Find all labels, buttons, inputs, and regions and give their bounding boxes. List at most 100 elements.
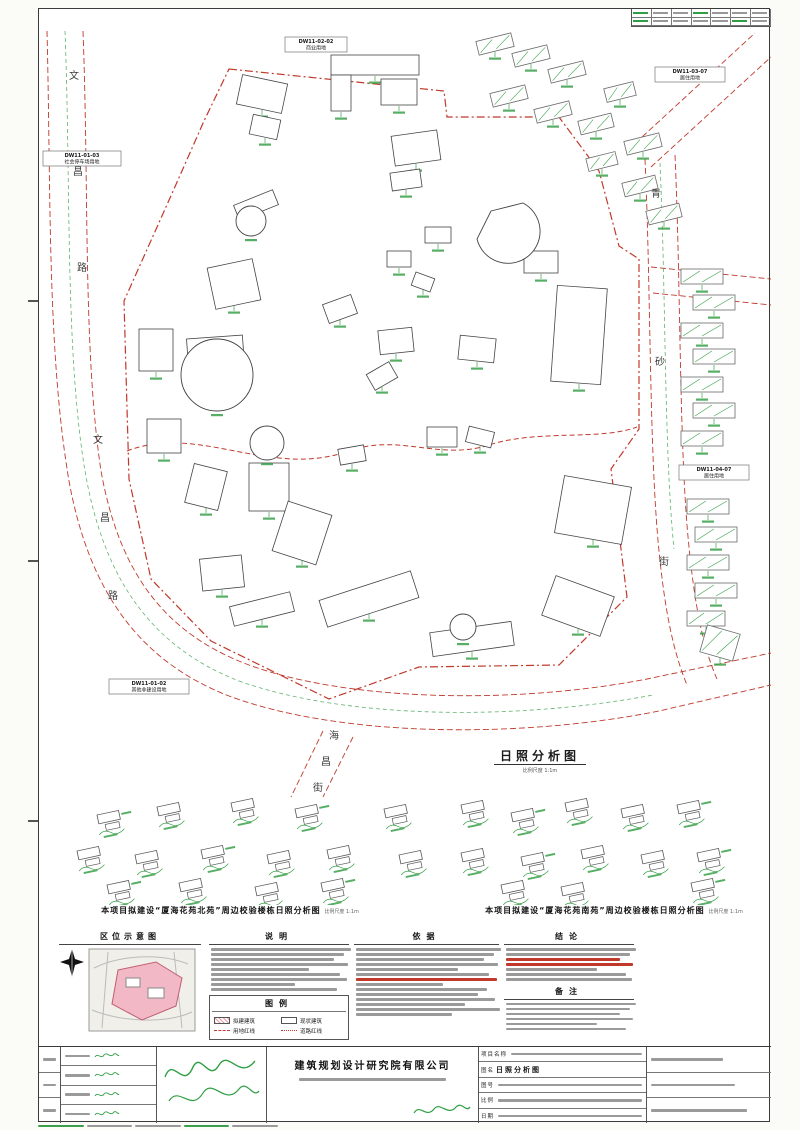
text-line	[506, 968, 597, 971]
caption-south-scale: 比例尺度 1:1m	[708, 909, 743, 915]
round-building	[235, 205, 267, 237]
mini-building-cluster	[254, 881, 283, 911]
signature-stamp	[164, 1059, 260, 1102]
mini-building-cluster	[320, 877, 356, 907]
text-line	[356, 1003, 465, 1006]
parcel-code: DW11-04-07	[697, 467, 732, 473]
proposed-building	[380, 78, 418, 106]
site-plan-canvas: 文昌路文昌路青砂街海昌街DW11-02-02商业用地DW11-03-07居住用地…	[42, 30, 772, 798]
mini-building-cluster	[696, 847, 732, 877]
signature-grid	[61, 1047, 157, 1123]
existing-building	[645, 202, 683, 226]
drawing-name-label: 图名	[481, 1067, 495, 1074]
basis-panel: 依据	[354, 931, 501, 1018]
text-line	[211, 988, 337, 991]
text-line	[506, 1027, 626, 1030]
round-building	[249, 425, 285, 461]
text-line	[506, 1022, 597, 1025]
existing-building	[511, 44, 551, 68]
proposed-building	[184, 462, 228, 512]
mini-building-cluster	[134, 849, 163, 879]
road-name-char: 文	[69, 69, 79, 82]
existing-building	[686, 554, 730, 571]
text-line	[211, 983, 295, 986]
existing-building	[680, 430, 724, 447]
existing-building	[623, 132, 663, 156]
parcel-name: 商业用地	[306, 45, 326, 52]
plan-title-scale: 比例尺度 1:1m	[522, 768, 558, 774]
mini-building-cluster	[230, 797, 259, 827]
location-title: 区位示意图	[59, 931, 201, 945]
signature-scribble	[95, 1091, 120, 1096]
info-panels: 区位示意图 说明 图例	[39, 931, 771, 1044]
text-line	[211, 958, 335, 961]
proposed-building-swatch	[214, 1017, 230, 1024]
parcel-label-box	[654, 66, 726, 83]
road-name-char: 昌	[321, 756, 331, 768]
mini-building-cluster	[460, 847, 489, 877]
titleblock-right-grid	[647, 1047, 771, 1123]
title-block: 建筑规划设计研究院有限公司 项目名称 图名日照分析图 图号 比例 日期	[39, 1046, 771, 1123]
parcel-label-box	[42, 150, 122, 167]
text-line	[506, 1007, 630, 1010]
mini-building-cluster	[200, 844, 236, 874]
company-cell: 建筑规划设计研究院有限公司	[267, 1047, 479, 1123]
text-line	[356, 1013, 452, 1016]
text-line	[506, 953, 630, 956]
existing-building	[686, 610, 726, 627]
analysis-strip-canvas	[76, 797, 732, 911]
mini-building-cluster	[676, 799, 712, 829]
road-name-char: 青	[651, 187, 661, 200]
proposed-building	[206, 258, 262, 310]
text-line	[356, 983, 443, 986]
proposed-building	[229, 591, 295, 627]
road-name-char: 昌	[100, 512, 110, 524]
company-name: 建筑规划设计研究院有限公司	[294, 1061, 451, 1072]
existing-building	[547, 60, 587, 84]
parcel-name: 居住用地	[680, 75, 700, 82]
mini-building-cluster	[560, 881, 589, 911]
text-line	[356, 963, 499, 966]
caption-north-scale: 比例尺度 1:1m	[324, 909, 359, 915]
mini-building-cluster	[398, 849, 427, 879]
proposed-building	[410, 271, 436, 293]
proposed-building	[330, 74, 352, 112]
proposed-building	[271, 500, 333, 566]
proposed-building	[389, 168, 423, 192]
remark-title: 备注	[504, 986, 634, 1000]
notes-panel: 说明 图例 拟建建筑 现状建筑 用地红线 道路红线	[209, 931, 351, 1040]
titleblock-aux-row	[647, 1073, 771, 1099]
signature-row	[61, 1047, 156, 1067]
text-line	[506, 973, 626, 976]
existing-building	[680, 322, 724, 339]
road-name-char: 路	[108, 589, 118, 602]
existing-building	[603, 81, 637, 103]
parcel-code: DW11-03-07	[673, 69, 708, 75]
text-line	[506, 948, 636, 951]
titleblock-aux-row	[647, 1047, 771, 1073]
signature-scribble	[95, 1053, 120, 1058]
parcel-label-box	[678, 464, 750, 481]
road-name-char: 路	[77, 261, 87, 274]
proposed-building	[199, 554, 245, 592]
road-name-char: 文	[93, 433, 103, 446]
existing-building	[680, 376, 724, 393]
existing-building	[585, 151, 619, 172]
existing-building	[621, 174, 659, 198]
conclusion-text	[504, 948, 636, 981]
parcel-name: 社会停车场用地	[64, 159, 99, 166]
existing-building	[699, 624, 741, 662]
proposed-building	[138, 328, 174, 372]
mini-building-cluster	[383, 803, 412, 833]
basis-text	[354, 948, 501, 1016]
round-building	[449, 613, 477, 641]
stamp-area	[157, 1047, 267, 1123]
analysis-strip: 本项目拟建设“厦海花苑北苑”周边校验楼栋日照分析图 比例尺度 1:1m 本项目拟…	[39, 797, 771, 929]
existing-building	[692, 402, 736, 419]
legend-panel: 图例 拟建建筑 现状建筑 用地红线 道路红线	[209, 994, 349, 1040]
existing-building	[692, 294, 736, 311]
